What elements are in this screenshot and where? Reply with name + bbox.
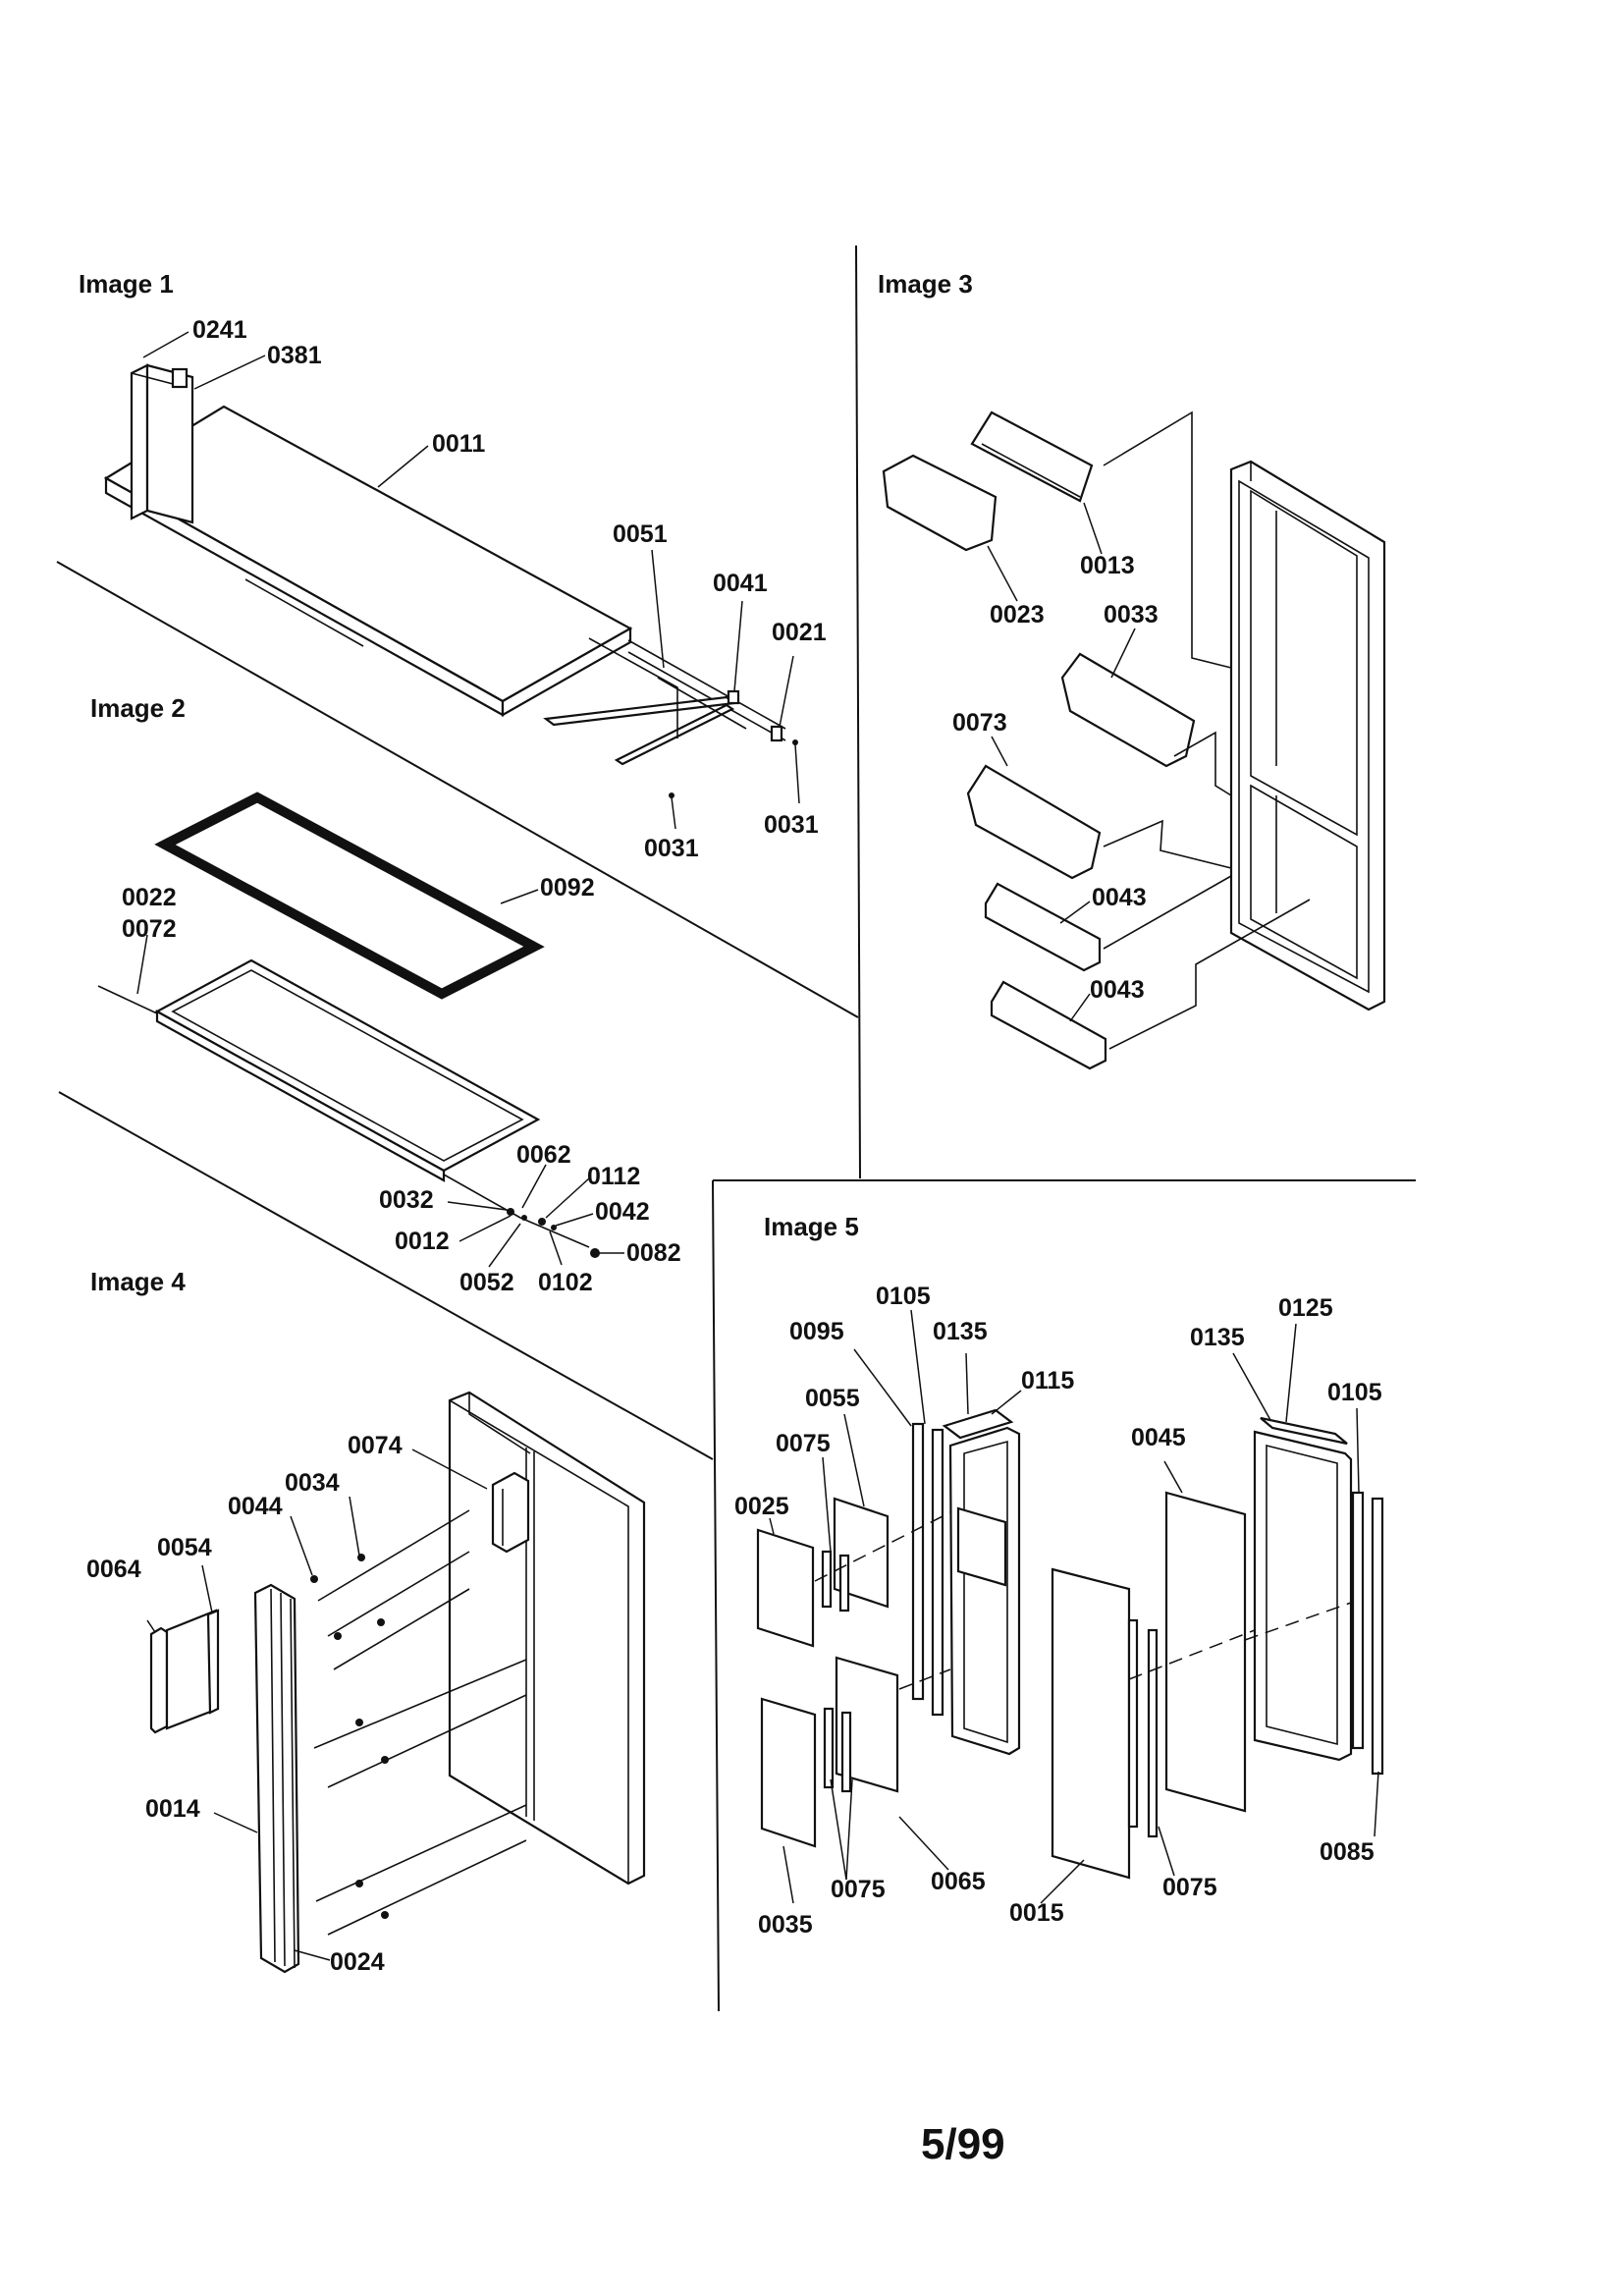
- callout-0043-b: 0043: [1090, 976, 1145, 1004]
- image5-panel: Image 5: [734, 1212, 1384, 1939]
- callout-0095: 0095: [789, 1318, 844, 1345]
- image1-title: Image 1: [79, 269, 174, 299]
- callout-0112: 0112: [587, 1163, 640, 1190]
- callout-0021: 0021: [772, 619, 827, 646]
- image5-title: Image 5: [764, 1212, 859, 1241]
- callout-0075-b: 0075: [831, 1876, 886, 1903]
- image3-bracket-lines: [1103, 410, 1311, 1050]
- callout-0045: 0045: [1131, 1424, 1186, 1451]
- image1-panel: Image 1: [79, 269, 827, 862]
- panels-and-strips: [756, 1422, 1384, 1880]
- door-handle: [253, 1583, 300, 1974]
- callout-0115: 0115: [1021, 1367, 1074, 1394]
- callout-0013: 0013: [1080, 552, 1135, 579]
- image4-leaders: [146, 1449, 488, 1961]
- glass-panel: [154, 792, 545, 1000]
- image1-callouts: 0241 0381 0011 0051 0041 0021 0031 0031: [192, 316, 827, 862]
- callout-0135-b: 0135: [1190, 1324, 1245, 1351]
- callout-0085: 0085: [1320, 1838, 1375, 1866]
- callout-0014: 0014: [145, 1795, 200, 1823]
- screws-and-rods: [310, 1509, 527, 1936]
- callout-0035: 0035: [758, 1911, 813, 1939]
- callout-0052: 0052: [459, 1269, 514, 1296]
- image1-leaders: [142, 331, 800, 830]
- callout-0012: 0012: [395, 1228, 450, 1255]
- cover-frame: [97, 958, 600, 1258]
- callout-0092: 0092: [540, 874, 595, 902]
- image3-callouts: 0013 0023 0033 0073 0043 0043: [952, 552, 1159, 1004]
- callout-0135-a: 0135: [933, 1318, 988, 1345]
- freezer-door-frame: [942, 1408, 1021, 1756]
- image5-leaders: [769, 1309, 1379, 1904]
- handle-mount: [491, 1471, 530, 1554]
- image2-panel: Image 2 00: [90, 693, 681, 1296]
- callout-0075-a: 0075: [776, 1430, 831, 1457]
- callout-0072: 0072: [122, 915, 177, 943]
- door-bins: [882, 410, 1196, 1070]
- image4-title: Image 4: [90, 1267, 186, 1296]
- callout-0381: 0381: [267, 342, 322, 369]
- callout-0105-a: 0105: [876, 1283, 931, 1310]
- callout-0022: 0022: [122, 884, 177, 911]
- image4-callouts: 0074 0034 0044 0054 0064 0014 0024: [86, 1432, 403, 1976]
- callout-0044: 0044: [228, 1493, 283, 1520]
- image4-panel: Image 4: [86, 1267, 646, 1976]
- callout-0024: 0024: [330, 1948, 385, 1976]
- image3-leaders: [987, 502, 1136, 1022]
- callout-0082: 0082: [626, 1239, 681, 1267]
- callout-0125: 0125: [1278, 1294, 1333, 1322]
- callout-0025: 0025: [734, 1493, 789, 1520]
- callout-0065: 0065: [931, 1868, 986, 1895]
- callout-0105-b: 0105: [1327, 1379, 1382, 1406]
- callout-0031-b: 0031: [764, 811, 819, 839]
- image2-title: Image 2: [90, 693, 186, 723]
- callout-0051: 0051: [613, 520, 668, 548]
- panel-dividers: [56, 245, 1416, 2012]
- callout-0041: 0041: [713, 570, 768, 597]
- callout-0033: 0033: [1104, 601, 1159, 629]
- callout-0043-a: 0043: [1092, 884, 1147, 911]
- callout-0011: 0011: [432, 430, 485, 458]
- callout-0015: 0015: [1009, 1899, 1064, 1927]
- handle-endcap: [149, 1609, 220, 1734]
- callout-0073: 0073: [952, 709, 1007, 737]
- image5-callouts: 0105 0095 0135 0115 0055 0075 0025 0135 …: [734, 1283, 1382, 1939]
- callout-0064: 0064: [86, 1556, 141, 1583]
- image3-title: Image 3: [878, 269, 973, 299]
- fresh-food-door-frame: [1253, 1416, 1353, 1762]
- callout-0032: 0032: [379, 1186, 434, 1214]
- image2-leaders: [136, 889, 624, 1268]
- callout-0031-a: 0031: [644, 835, 699, 862]
- image5-dashed-guides: [814, 1511, 1352, 1690]
- callout-0074: 0074: [348, 1432, 403, 1459]
- callout-0034: 0034: [285, 1469, 340, 1497]
- callout-0241: 0241: [192, 316, 247, 344]
- image2-callouts: 0092 0022 0072 0062 0112 0032 0042 0012 …: [122, 874, 681, 1296]
- callout-0054: 0054: [157, 1534, 212, 1561]
- callout-0062: 0062: [516, 1141, 571, 1169]
- refrigerator-door: [1229, 460, 1386, 1011]
- door-panel: [448, 1391, 646, 1886]
- page-number: 5/99: [921, 2120, 1005, 2168]
- callout-0042: 0042: [595, 1198, 650, 1226]
- image3-panel: Image 3: [878, 269, 1386, 1070]
- callout-0023: 0023: [990, 601, 1045, 629]
- callout-0055: 0055: [805, 1385, 860, 1412]
- callout-0075-c: 0075: [1162, 1874, 1217, 1901]
- shelf-assembly: [103, 363, 798, 798]
- callout-0102: 0102: [538, 1269, 593, 1296]
